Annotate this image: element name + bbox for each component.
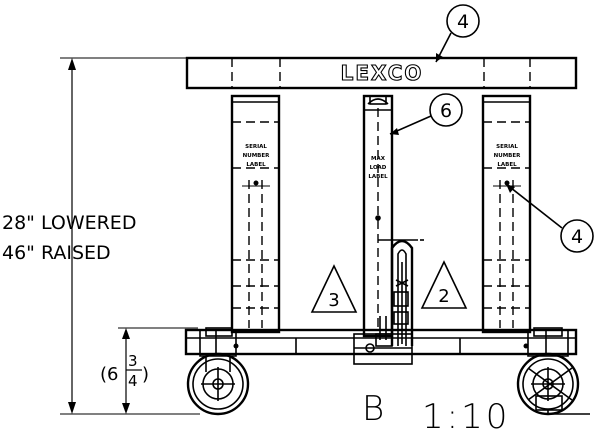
balloon-center-column — [389, 93, 463, 135]
revision-triangle-left-number: 3 — [328, 290, 339, 311]
top-plate — [185, 56, 578, 90]
height-lowered-label: 28" LOWERED — [2, 212, 136, 234]
caster-height-close: ) — [142, 364, 149, 385]
left-plate-line-1: SERIAL — [245, 144, 267, 150]
left-caster-wheel — [186, 327, 250, 416]
right-plate-line-2: NUMBER — [494, 153, 521, 159]
left-plate-line-3: LABEL — [246, 162, 266, 168]
height-raised-label: 46" RAISED — [2, 242, 111, 264]
left-column — [230, 94, 281, 334]
caster-height-denominator: 4 — [128, 372, 138, 390]
caster-height-dimension — [118, 327, 198, 414]
balloon-top-cap — [435, 4, 480, 63]
center-plate-line-3: LABEL — [368, 174, 388, 180]
right-plate-line-1: SERIAL — [496, 144, 518, 150]
center-column — [362, 94, 424, 338]
left-plate-line-2: NUMBER — [243, 153, 270, 159]
balloon-top-cap-number: 4 — [457, 11, 469, 33]
brand-label: LEXCO — [341, 61, 424, 85]
view-letter: B — [362, 389, 384, 429]
right-plate-line-3: LABEL — [497, 162, 517, 168]
balloon-center-column-number: 6 — [440, 100, 452, 122]
caster-height-open: (6 — [100, 364, 118, 385]
view-scale: 1:10 — [422, 397, 510, 436]
overall-height-dimension — [60, 57, 200, 415]
revision-triangle-right-number: 2 — [438, 286, 449, 307]
revision-triangle-right — [420, 260, 468, 309]
center-plate-line-1: MAX — [371, 156, 386, 162]
balloon-right-column — [505, 183, 594, 253]
balloon-right-column-number: 4 — [571, 226, 583, 248]
right-column — [481, 94, 532, 334]
revision-triangle-left — [310, 264, 358, 313]
base-frame — [184, 328, 578, 365]
center-plate-line-2: LOAD — [370, 165, 387, 171]
right-caster-wheel — [516, 327, 590, 416]
caster-height-numerator: 3 — [128, 352, 138, 370]
